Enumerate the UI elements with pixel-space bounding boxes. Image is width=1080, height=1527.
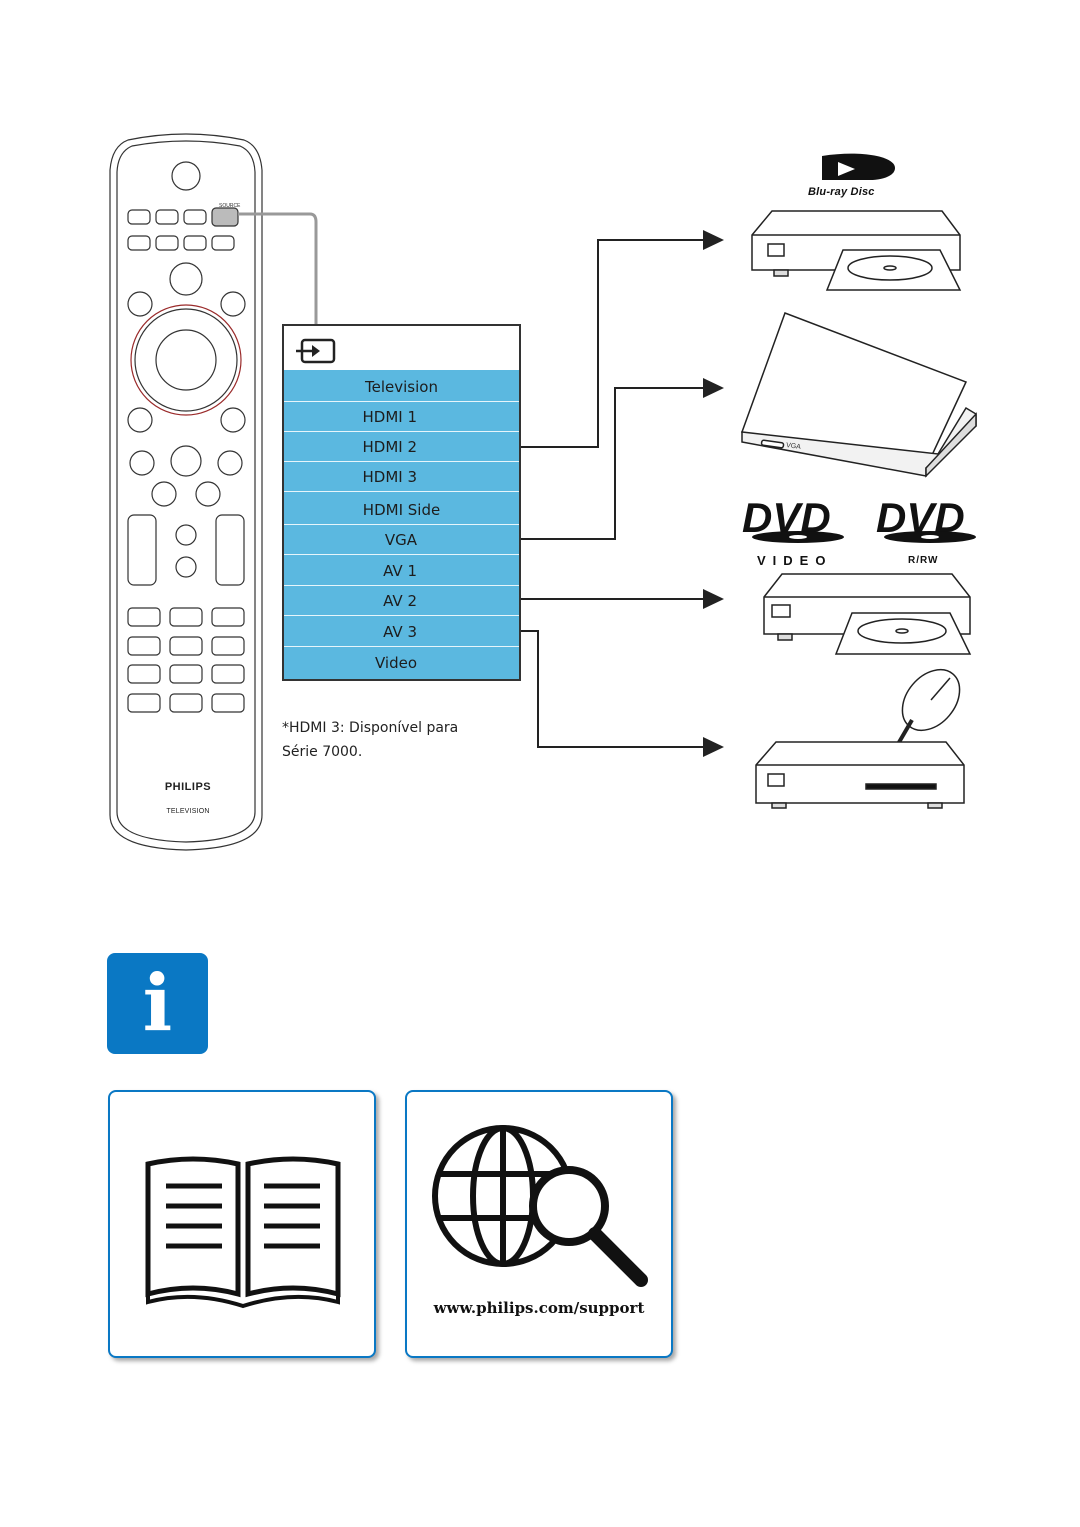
bluray-logo bbox=[822, 153, 895, 180]
globe-search-icon bbox=[432, 1125, 648, 1287]
web-support-card[interactable]: www.philips.com/support bbox=[405, 1090, 673, 1358]
laptop-icon bbox=[740, 312, 977, 478]
dvd-rw-label: R/RW bbox=[908, 555, 939, 566]
remote-brand-logo: PHILIPS bbox=[164, 781, 212, 793]
footnote-line-1: *HDMI 3: Disponível para bbox=[282, 720, 459, 736]
menu-item-television[interactable]: Television bbox=[284, 372, 519, 402]
menu-item-av-1[interactable]: AV 1 bbox=[284, 556, 519, 586]
remote-control bbox=[109, 133, 263, 851]
menu-item-hdmi-2[interactable]: HDMI 2 bbox=[284, 432, 519, 462]
menu-item-av-2[interactable]: AV 2 bbox=[284, 586, 519, 616]
satellite-receiver-icon bbox=[755, 668, 965, 809]
user-manual-card[interactable] bbox=[108, 1090, 376, 1358]
dvd-rw-logo: DVD bbox=[876, 494, 976, 543]
menu-item-hdmi-1[interactable]: HDMI 1 bbox=[284, 402, 519, 432]
support-url-link[interactable]: www.philips.com/support bbox=[433, 1299, 645, 1317]
source-menu-list: Television HDMI 1 HDMI 2 HDMI 3 HDMI Sid… bbox=[284, 370, 519, 679]
info-glyph: i bbox=[142, 958, 173, 1049]
footnote-line-2: Série 7000. bbox=[282, 744, 363, 760]
open-book-icon bbox=[145, 1156, 341, 1309]
av3-connection bbox=[508, 630, 712, 748]
info-icon: i bbox=[107, 953, 208, 1054]
bluray-player-icon bbox=[751, 210, 962, 291]
connection-arrows bbox=[508, 239, 712, 748]
bluray-logo-text: Blu-ray Disc bbox=[808, 186, 875, 198]
hdmi3-footnote: *HDMI 3: Disponível para Série 7000. bbox=[282, 716, 542, 764]
menu-item-hdmi-side[interactable]: HDMI Side bbox=[284, 495, 519, 525]
source-input-icon bbox=[296, 338, 336, 364]
menu-item-vga[interactable]: VGA bbox=[284, 525, 519, 555]
menu-item-hdmi-3[interactable]: HDMI 3 bbox=[284, 462, 519, 492]
dvd-video-logo: DVD bbox=[742, 494, 844, 543]
remote-subtitle: TELEVISION bbox=[166, 808, 210, 815]
dvd-player-icon bbox=[763, 573, 972, 655]
arrow-heads bbox=[505, 230, 724, 757]
dvd-video-label: VIDEO bbox=[757, 553, 833, 568]
source-button-label: SOURCE bbox=[219, 203, 241, 209]
menu-item-video[interactable]: Video bbox=[374, 654, 417, 672]
menu-item-av-3[interactable]: AV 3 bbox=[284, 617, 519, 647]
vga-connection bbox=[508, 387, 712, 540]
hdmi2-connection bbox=[508, 239, 712, 448]
source-connector-line bbox=[238, 212, 318, 324]
source-menu: Television HDMI 1 HDMI 2 HDMI 3 HDMI Sid… bbox=[282, 324, 521, 681]
